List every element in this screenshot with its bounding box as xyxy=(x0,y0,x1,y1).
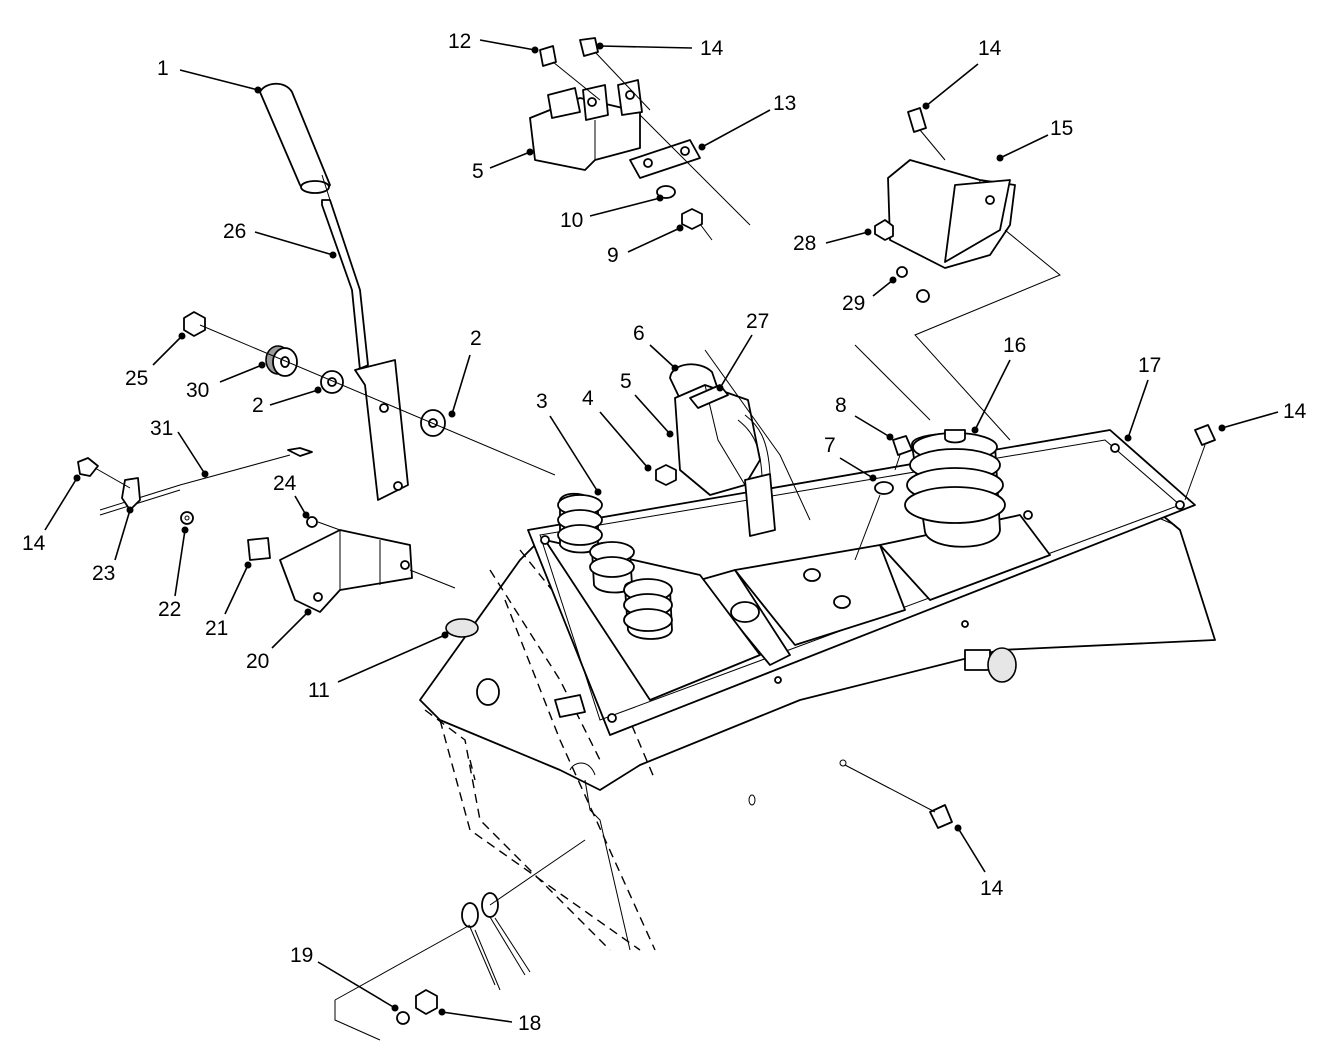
switch-assembly xyxy=(529,37,751,241)
callout-c18: 18 xyxy=(518,1012,541,1035)
relay-assembly xyxy=(655,349,811,537)
callout-c28: 28 xyxy=(793,232,816,255)
joystick-boots xyxy=(557,492,673,640)
callout-c15: 15 xyxy=(1050,117,1073,140)
callout-c16: 16 xyxy=(1003,334,1026,357)
callout-c5a: 5 xyxy=(472,160,484,183)
callout-c31: 31 xyxy=(150,417,173,440)
bracket-assembly xyxy=(247,516,456,613)
callout-c13: 13 xyxy=(773,92,796,115)
callout-c10: 10 xyxy=(560,209,583,232)
callout-c22: 22 xyxy=(158,598,181,621)
callout-c27: 27 xyxy=(746,310,769,333)
callout-c4: 4 xyxy=(582,387,594,410)
callout-c2b: 2 xyxy=(470,327,482,350)
callout-c30: 30 xyxy=(186,379,209,402)
callout-c2a: 2 xyxy=(252,394,264,417)
callout-c20: 20 xyxy=(246,650,269,673)
callout-c11: 11 xyxy=(308,679,330,702)
callout-c14c: 14 xyxy=(978,37,1002,60)
callout-c1: 1 xyxy=(157,57,169,80)
callout-c5b: 5 xyxy=(620,370,632,393)
callout-c26: 26 xyxy=(223,220,246,243)
callout-c19: 19 xyxy=(290,944,313,967)
callout-c14d: 14 xyxy=(1283,400,1307,423)
fasteners xyxy=(844,424,1216,829)
callout-c25: 25 xyxy=(125,367,148,390)
callout-c23: 23 xyxy=(92,562,115,585)
callout-labels: 1 26 25 30 2 2 31 14 23 22 24 21 xyxy=(22,30,1307,1035)
module-assembly xyxy=(854,107,1061,441)
rod-end-assembly xyxy=(334,839,586,1041)
callout-c24: 24 xyxy=(273,472,297,495)
callout-c9: 9 xyxy=(607,244,619,267)
callout-c29: 29 xyxy=(842,292,865,315)
callout-c3: 3 xyxy=(536,390,548,413)
cable-assembly xyxy=(77,447,313,525)
callout-c7: 7 xyxy=(824,434,836,457)
callout-c6: 6 xyxy=(633,322,645,345)
callout-c17: 17 xyxy=(1138,354,1161,377)
shift-boot xyxy=(904,429,1006,548)
callout-c14e: 14 xyxy=(980,877,1004,900)
lever-assembly xyxy=(183,82,556,501)
callout-c14b: 14 xyxy=(700,37,724,60)
callout-c8: 8 xyxy=(835,394,847,417)
callout-c21: 21 xyxy=(205,617,228,640)
callout-c14a: 14 xyxy=(22,532,46,555)
callout-c12: 12 xyxy=(448,30,471,53)
